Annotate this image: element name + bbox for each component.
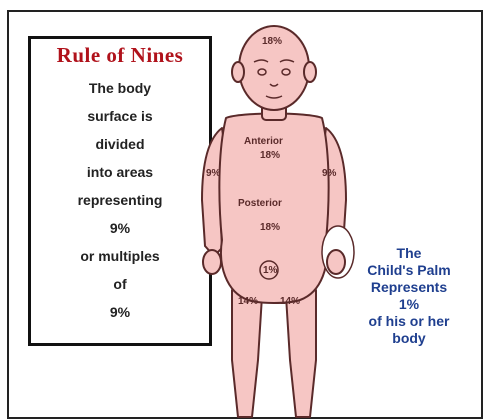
right-ear	[304, 62, 316, 82]
palm-text-line-4: 1%	[344, 296, 474, 313]
right-leg-percent-label: 14%	[280, 296, 300, 307]
anterior-label: Anterior	[244, 136, 283, 147]
left-arm-percent-label: 9%	[206, 168, 220, 179]
left-ear	[232, 62, 244, 82]
palm-text-line-2: Child's Palm	[344, 262, 474, 279]
palm-text-line-1: The	[344, 245, 474, 262]
left-leg	[232, 290, 262, 417]
right-hand	[327, 250, 345, 274]
left-leg-percent-label: 14%	[238, 296, 258, 307]
right-leg	[286, 290, 316, 417]
anterior-percent-label: 18%	[260, 150, 280, 161]
posterior-label: Posterior	[238, 198, 282, 209]
palm-text-line-6: body	[344, 330, 474, 347]
groin-percent-label: 1%	[263, 265, 277, 276]
right-arm-percent-label: 9%	[322, 168, 336, 179]
palm-text-line-5: of his or her	[344, 313, 474, 330]
head-percent-label: 18%	[262, 36, 282, 47]
palm-text-line-3: Represents	[344, 279, 474, 296]
left-hand	[203, 250, 221, 274]
posterior-percent-label: 18%	[260, 222, 280, 233]
